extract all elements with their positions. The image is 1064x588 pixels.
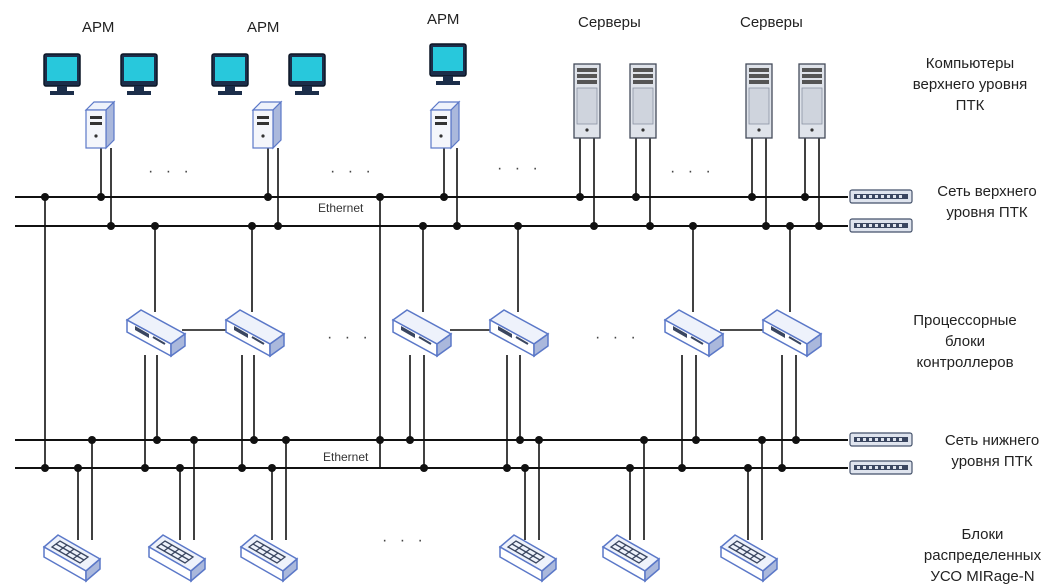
ellipsis-upper-1: · · ·	[148, 163, 193, 180]
controller-icon	[664, 309, 724, 357]
apm-label-1: АРМ	[82, 19, 115, 36]
junction-dots	[41, 193, 823, 472]
upper-network-label: Сеть верхнего уровня ПТК	[937, 183, 1037, 221]
monitor-icon	[429, 43, 467, 86]
controller-icon	[126, 309, 186, 357]
connection-lines	[44, 138, 820, 540]
controller-icon	[489, 309, 549, 357]
controller-icon	[762, 309, 822, 357]
controller-icon	[392, 309, 452, 357]
servers	[573, 63, 826, 139]
controller-icon	[225, 309, 285, 357]
monitor-icon	[288, 53, 326, 96]
controllers-label: Процессорные блоки контроллеров	[913, 312, 1017, 371]
io-block-icon	[499, 534, 557, 582]
ethernet-upper-label: Ethernet	[318, 201, 364, 215]
io-block-icon	[148, 534, 206, 582]
monitor-icon	[211, 53, 249, 96]
server-icon	[745, 63, 773, 139]
ellipsis-upper-3: · · ·	[497, 160, 542, 177]
server-icon	[798, 63, 826, 139]
io-blocks-label: Блоки распределенных УСО MIRage-N	[923, 526, 1042, 585]
switch-icon	[849, 189, 913, 204]
switch-icon	[849, 218, 913, 233]
server-icon	[629, 63, 657, 139]
ellipsis-upper-2: · · ·	[330, 163, 375, 180]
switch-icon	[849, 432, 913, 447]
ellipsis-mid-1: · · ·	[327, 329, 372, 346]
lower-network-label: Сеть нижнего уровня ПТК	[944, 432, 1040, 470]
server-icon	[573, 63, 601, 139]
controllers	[126, 309, 822, 357]
io-block-icon	[602, 534, 660, 582]
apm-label-2: АРМ	[247, 19, 280, 36]
servers-label-1: Серверы	[578, 14, 641, 31]
monitor-icon	[120, 53, 158, 96]
upper-computers-label: Компьютеры верхнего уровня ПТК	[912, 55, 1028, 114]
ellipsis-upper-4: · · ·	[670, 163, 715, 180]
workstation-monitors	[43, 43, 467, 96]
workstation-towers	[85, 101, 460, 149]
pc-tower-icon	[252, 101, 282, 149]
ellipsis-mid-2: · · ·	[595, 329, 640, 346]
pc-tower-icon	[430, 101, 460, 149]
ellipsis-lower-1: · · ·	[382, 532, 427, 549]
ethernet-lower-label: Ethernet	[323, 450, 369, 464]
io-block-icon	[240, 534, 298, 582]
monitor-icon	[43, 53, 81, 96]
io-block-icon	[43, 534, 101, 582]
servers-label-2: Серверы	[740, 14, 803, 31]
pc-tower-icon	[85, 101, 115, 149]
apm-label-3: АРМ	[427, 11, 460, 28]
io-block-icon	[720, 534, 778, 582]
switch-icon	[849, 460, 913, 475]
